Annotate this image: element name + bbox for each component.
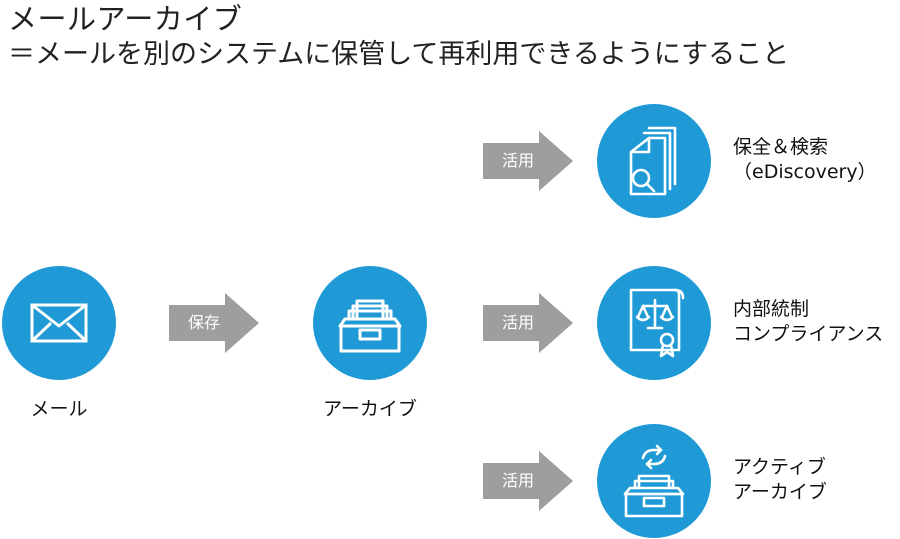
compliance-label: 内部統制 コンプライアンス: [733, 297, 883, 347]
document-search-icon: [629, 126, 677, 196]
save-arrow-shape: [169, 293, 259, 353]
active-archive-label-line1: アクティブ: [733, 456, 826, 478]
active-archive-node: [597, 424, 711, 538]
envelope-icon: [30, 303, 88, 343]
compliance-label-line1: 内部統制: [733, 298, 810, 320]
use-arrow-2-shape: [483, 293, 573, 353]
use-arrow-2-label: 活用: [501, 313, 534, 332]
mail-label: メール: [30, 398, 88, 420]
compliance-label-line2: コンプライアンス: [733, 323, 884, 345]
archive-box-icon: [338, 299, 402, 353]
save-arrow-label: 保存: [187, 313, 220, 332]
page-title: メールアーカイブ: [8, 2, 243, 36]
use-arrow-1-label: 活用: [501, 151, 534, 170]
legal-certificate-icon: [629, 288, 685, 358]
active-archive-label: アクティブ アーカイブ: [733, 455, 827, 505]
compliance-node: [597, 266, 711, 380]
use-arrow-3-label: 活用: [501, 471, 534, 490]
page-subtitle: ＝メールを別のシステムに保管して再利用できるようにすること: [8, 39, 790, 70]
use-arrow-3-shape: [483, 451, 573, 511]
ediscovery-label-line1: 保全＆検索: [733, 136, 829, 158]
active-archive-label-line2: アーカイブ: [733, 481, 827, 503]
ediscovery-node: [597, 104, 711, 218]
use-arrow-1-shape: [483, 131, 573, 191]
use-arrow-3: 活用: [483, 451, 573, 511]
active-archive-icon: [623, 444, 685, 518]
mail-node: [2, 266, 116, 380]
use-arrow-1: 活用: [483, 131, 573, 191]
ediscovery-label-line2: （eDiscovery）: [733, 161, 877, 183]
archive-label: アーカイブ: [323, 398, 417, 420]
archive-node: [313, 266, 427, 380]
save-arrow: 保存: [169, 293, 259, 353]
ediscovery-label: 保全＆検索 （eDiscovery）: [733, 135, 877, 185]
use-arrow-2: 活用: [483, 293, 573, 353]
